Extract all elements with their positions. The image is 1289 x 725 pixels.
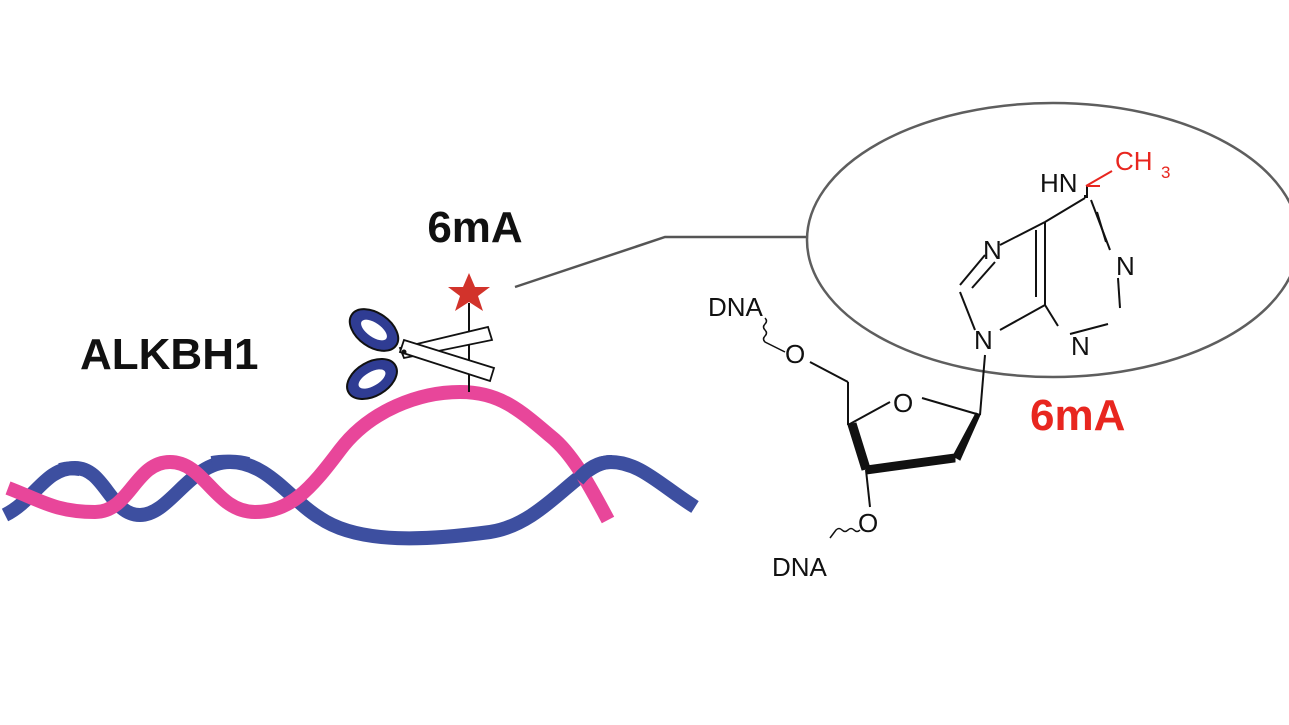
- n9-label: N: [974, 325, 993, 355]
- scissors-icon: [346, 308, 496, 400]
- n1-label: N: [1116, 251, 1135, 281]
- blue-dna-overlap: [58, 461, 81, 477]
- methyl-subscript: 3: [1161, 163, 1170, 182]
- enzyme-label: ALKBH1: [80, 330, 258, 379]
- amine-label: HN: [1040, 168, 1078, 198]
- wavy-bond-3prime: [829, 527, 861, 539]
- pink-dna-strand: [5, 384, 615, 524]
- mark-label-top: 6mA: [427, 203, 522, 252]
- scissor-blade-lower: [398, 338, 496, 383]
- blue-dna-overlap: [572, 455, 613, 485]
- deoxyribose-labels: O O O: [785, 339, 913, 538]
- n7-label: N: [983, 235, 1002, 265]
- n3-label: N: [1071, 331, 1090, 361]
- o3-label: O: [858, 508, 878, 538]
- dna-helix: [1, 384, 699, 546]
- methyl-label: CH: [1115, 146, 1153, 176]
- zoom-ellipse: [805, 101, 1289, 379]
- star-icon: [448, 273, 490, 311]
- chemical-labels: HN CH 3 N N N N: [974, 146, 1170, 361]
- dna-5prime-label: DNA: [708, 292, 764, 322]
- adenine-structure: [959, 170, 1121, 416]
- scissor-pivot: [401, 349, 407, 355]
- wavy-bond-5prime: [762, 317, 786, 353]
- deoxyribose-ring: [809, 361, 981, 508]
- mark-label-bottom: 6mA: [1030, 391, 1125, 440]
- zoom-connector: [514, 235, 808, 289]
- ring-oxygen-label: O: [893, 388, 913, 418]
- dna-3prime-label: DNA: [772, 552, 828, 582]
- o5-label: O: [785, 339, 805, 369]
- blue-dna-overlap: [210, 454, 251, 471]
